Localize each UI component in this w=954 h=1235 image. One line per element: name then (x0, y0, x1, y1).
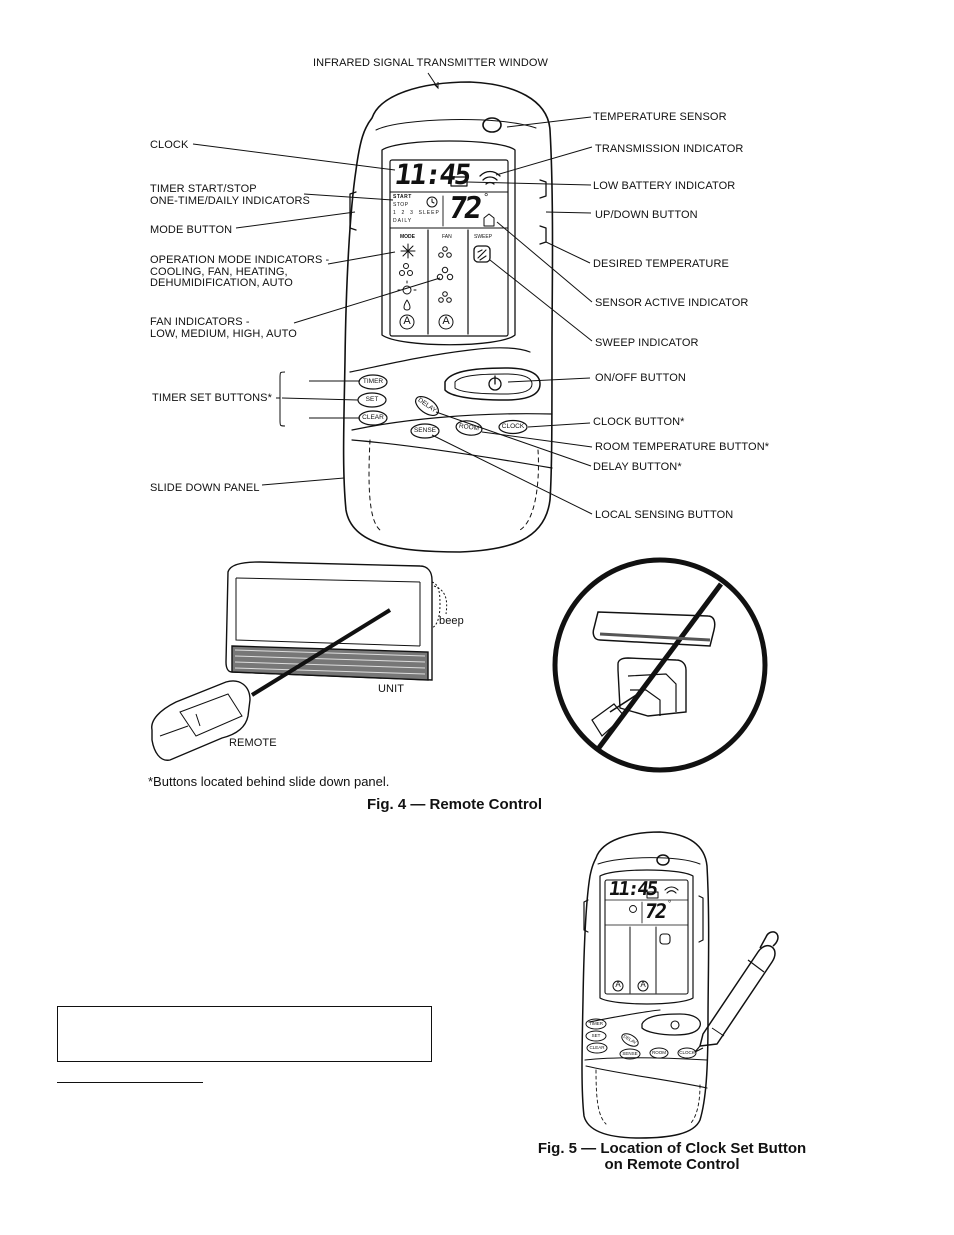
callout-low-battery: LOW BATTERY INDICATOR (593, 180, 736, 192)
display-bezel (381, 140, 516, 346)
fig5-caption: Fig. 5 — Location of Clock Set Button on… (537, 1140, 807, 1173)
lcd-start-label: START (393, 194, 412, 200)
scene-remote-label: REMOTE (229, 737, 277, 749)
prohibition-circle (552, 557, 768, 773)
scene-unit-label: UNIT (378, 683, 405, 695)
fig5-lcd-fan-auto: A (640, 980, 646, 989)
callout-mode-button: MODE BUTTON (150, 224, 233, 236)
fig5-lcd-screen (604, 879, 689, 995)
fig5-set-button[interactable]: SET (591, 1033, 601, 1038)
sensor-active-icon (483, 213, 495, 227)
lcd-stop-label: STOP (393, 202, 409, 208)
lcd-screen (389, 159, 509, 337)
scene-beep-label: beep (439, 615, 464, 627)
fig5-lcd-temp: 72 (643, 899, 667, 923)
lcd-sweep-header: SWEEP (474, 234, 493, 240)
callout-sensor-active: SENSOR ACTIVE INDICATOR (595, 297, 749, 309)
lcd-degree-symbol: ° (484, 192, 489, 204)
fig5-clock-button[interactable]: CLOCK (679, 1050, 695, 1055)
fan-icons (436, 246, 454, 330)
callout-ir-window: INFRARED SIGNAL TRANSMITTER WINDOW (313, 57, 549, 69)
lcd-fan-auto: A (442, 315, 450, 327)
fig5-lcd-mode-auto: A (615, 980, 621, 989)
clear-button[interactable]: CLEAR (362, 414, 384, 421)
callout-clock-button: CLOCK BUTTON* (593, 416, 685, 428)
timer-button[interactable]: TIMER (362, 378, 384, 385)
lcd-sleep-row: 1 2 3 SLEEP (393, 210, 440, 216)
fig5-lcd-time: 11:45 (607, 878, 658, 900)
handheld-remote-illustration (151, 680, 251, 761)
fig5-clear-button[interactable]: CLEAR (589, 1045, 605, 1050)
low-battery-icon (450, 176, 468, 187)
lcd-mode-header: MODE (400, 234, 415, 240)
lcd-daily-label: DAILY (393, 218, 413, 224)
footnote-slide-panel: *Buttons located behind slide down panel… (148, 774, 390, 789)
fig5-timer-button[interactable]: TIMER (589, 1021, 603, 1026)
temperature-sensor-window (482, 117, 502, 133)
callout-up-down: UP/DOWN BUTTON (595, 209, 698, 221)
callout-transmission-indicator: TRANSMISSION INDICATOR (595, 143, 744, 155)
lcd-fan-header: FAN (442, 234, 452, 240)
footnote-rule (57, 1082, 203, 1083)
callout-on-off: ON/OFF BUTTON (595, 372, 686, 384)
sweep-icon (473, 245, 491, 263)
callout-delay-button: DELAY BUTTON* (593, 461, 682, 473)
remote-body (342, 81, 554, 553)
prohibition-illustration (552, 557, 768, 773)
fig5-remote-body (581, 831, 710, 1139)
fig4-caption: Fig. 4 — Remote Control (367, 796, 543, 813)
note-box (57, 1006, 432, 1062)
callout-slide-down-panel: SLIDE DOWN PANEL (150, 482, 260, 494)
callout-clock: CLOCK (150, 139, 189, 151)
fig5-room-button[interactable]: ROOM (652, 1050, 666, 1055)
clock-button[interactable]: CLOCK (501, 423, 525, 430)
callout-timer-set-buttons: TIMER SET BUTTONS* (152, 392, 272, 404)
fig5-lcd-degree: ° (668, 899, 672, 908)
callout-room-temp-button: ROOM TEMPERATURE BUTTON* (595, 441, 770, 453)
callout-timer-indicators: TIMER START/STOP ONE-TIME/DAILY INDICATO… (150, 183, 310, 207)
lcd-mode-auto: A (403, 315, 411, 327)
callout-operation-mode: OPERATION MODE INDICATORS - COOLING, FAN… (150, 254, 330, 289)
pen-icon (694, 931, 779, 1053)
timer-clock-icon (426, 196, 438, 208)
on-off-button-shape (444, 367, 541, 401)
callout-desired-temperature: DESIRED TEMPERATURE (593, 258, 729, 270)
callout-temperature-sensor: TEMPERATURE SENSOR (593, 111, 727, 123)
callout-fan-indicators: FAN INDICATORS - LOW, MEDIUM, HIGH, AUTO (150, 316, 297, 340)
callout-sweep-indicator: SWEEP INDICATOR (595, 337, 699, 349)
callout-local-sensing: LOCAL SENSING BUTTON (595, 509, 734, 521)
sense-button[interactable]: SENSE (413, 427, 437, 434)
indoor-unit-illustration (225, 561, 448, 697)
fig5-sense-button[interactable]: SENSE (622, 1051, 638, 1056)
mode-icons (397, 243, 417, 330)
set-button[interactable]: SET (365, 396, 379, 403)
